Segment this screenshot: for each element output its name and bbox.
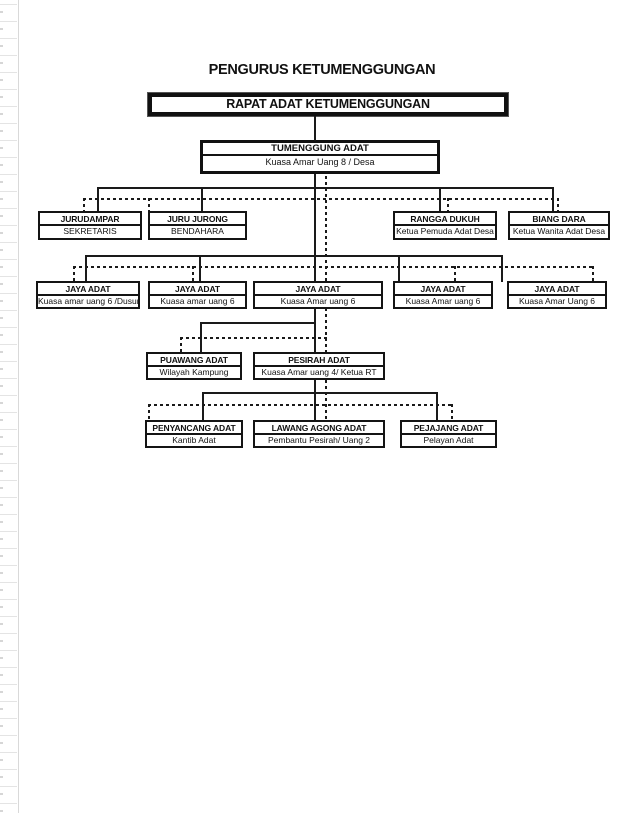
org-box-jaya-adat-1[interactable]: JAYA ADAT Kuasa amar uang 6 /Dusun [36,281,140,309]
org-box-title: PENYANCANG ADAT [147,422,241,435]
connector-solid [85,255,503,257]
org-box-subtitle: BENDAHARA [171,226,224,236]
org-box-title: RANGGA DUKUH [395,213,495,226]
org-box-jaya-adat-5[interactable]: JAYA ADAT Kuasa Amar Uang 6 [507,281,607,309]
org-box-jurudampar[interactable]: JURUDAMPAR SEKRETARIS [38,211,142,240]
connector-solid [85,255,87,282]
connector-dashed [192,266,194,282]
org-box-subtitle: Kuasa Amar uang 6 [280,296,356,306]
org-box-title: TUMENGGUNG ADAT [203,143,437,156]
org-box-subtitle: Wilayah Kampung [159,367,229,377]
org-box-title: JURUDAMPAR [40,213,140,226]
connector-dashed [447,198,449,212]
org-box-lawang-agong-adat[interactable]: LAWANG AGONG ADAT Pembantu Pesirah/ Uang… [253,420,385,448]
connector-dashed [454,266,456,282]
connector-dashed [83,198,85,212]
org-box-juru-jurong[interactable]: JURU JURONG BENDAHARA [148,211,247,240]
org-box-subtitle: Kuasa amar uang 6 [160,296,235,306]
connector-dashed [592,266,594,282]
org-box-subtitle: Ketua Pemuda Adat Desa [396,226,494,236]
connector-dashed [73,266,594,268]
org-box-penyancang-adat[interactable]: PENYANCANG ADAT Kantib Adat [145,420,243,448]
clipped-row-numbers [0,0,3,813]
org-box-jaya-adat-4[interactable]: JAYA ADAT Kuasa Amar uang 6 [393,281,493,309]
org-box-title: JURU JURONG [150,213,245,226]
connector-solid [398,255,400,282]
org-box-title: BIANG DARA [510,213,608,226]
org-box-subtitle: Pelayan Adat [423,435,474,445]
connector-dashed [180,337,327,339]
org-box-title: PUAWANG ADAT [148,354,240,367]
connector-dashed [148,404,453,406]
connector-solid [314,116,316,141]
org-box-title: PESIRAH ADAT [255,354,383,367]
connector-dashed [148,404,150,421]
org-box-puawang-adat[interactable]: PUAWANG ADAT Wilayah Kampung [146,352,242,380]
connector-dashed [325,308,327,353]
org-box-subtitle: SEKRETARIS [63,226,117,236]
org-box-title: LAWANG AGONG ADAT [255,422,383,435]
connector-dashed [325,380,327,421]
connector-solid [314,308,316,353]
org-box-jaya-adat-3[interactable]: JAYA ADAT Kuasa Amar uang 6 [253,281,383,309]
org-box-title: JAYA ADAT [395,283,491,296]
connector-solid [199,255,201,282]
connector-dashed [451,404,453,421]
org-box-tumenggung-adat[interactable]: TUMENGGUNG ADAT Kuasa Amar Uang 8 / Desa [200,140,440,174]
org-box-subtitle: Kantib Adat [172,435,216,445]
org-box-title: PEJAJANG ADAT [402,422,495,435]
connector-solid [200,322,316,324]
connector-dashed [73,266,75,282]
org-box-subtitle: Kuasa Amar Uang 8 / Desa [265,157,375,167]
org-box-pejajang-adat[interactable]: PEJAJANG ADAT Pelayan Adat [400,420,497,448]
org-box-title: JAYA ADAT [38,283,138,296]
connector-solid [501,255,503,282]
org-box-subtitle: Kuasa Amar uang 6 [405,296,481,306]
connector-dashed [148,198,150,212]
connector-solid [202,392,204,421]
org-box-subtitle: Kuasa amar uang 6 /Dusun [38,296,138,306]
org-box-pesirah-adat[interactable]: PESIRAH ADAT Kuasa Amar uang 4/ Ketua RT [253,352,385,380]
org-box-rangga-dukuh[interactable]: RANGGA DUKUH Ketua Pemuda Adat Desa [393,211,497,240]
org-box-subtitle: Kuasa Amar uang 4/ Ketua RT [261,367,377,377]
connector-solid [314,174,316,282]
connector-dashed [325,176,327,282]
org-box-subtitle: Ketua Wanita Adat Desa [512,226,606,236]
org-box-subtitle: Kuasa Amar Uang 6 [518,296,596,306]
row-gridlines [0,0,17,813]
org-box-title: JAYA ADAT [255,283,381,296]
org-box-title: RAPAT ADAT KETUMENGGUNGAN [226,97,430,111]
column-gridline [18,0,19,813]
connector-dashed [180,337,182,353]
org-box-biang-dara[interactable]: BIANG DARA Ketua Wanita Adat Desa [508,211,610,240]
org-box-title: JAYA ADAT [509,283,605,296]
chart-title: PENGURUS KETUMENGGUNGAN [208,62,436,78]
connector-dashed [557,198,559,212]
connector-solid [202,392,438,394]
org-box-jaya-adat-2[interactable]: JAYA ADAT Kuasa amar uang 6 [148,281,247,309]
connector-solid [314,380,316,421]
org-box-rapat-adat[interactable]: RAPAT ADAT KETUMENGGUNGAN [147,92,509,117]
connector-dashed [83,198,559,200]
org-box-subtitle: Pembantu Pesirah/ Uang 2 [267,435,371,445]
connector-solid [436,392,438,421]
org-box-title: JAYA ADAT [150,283,245,296]
